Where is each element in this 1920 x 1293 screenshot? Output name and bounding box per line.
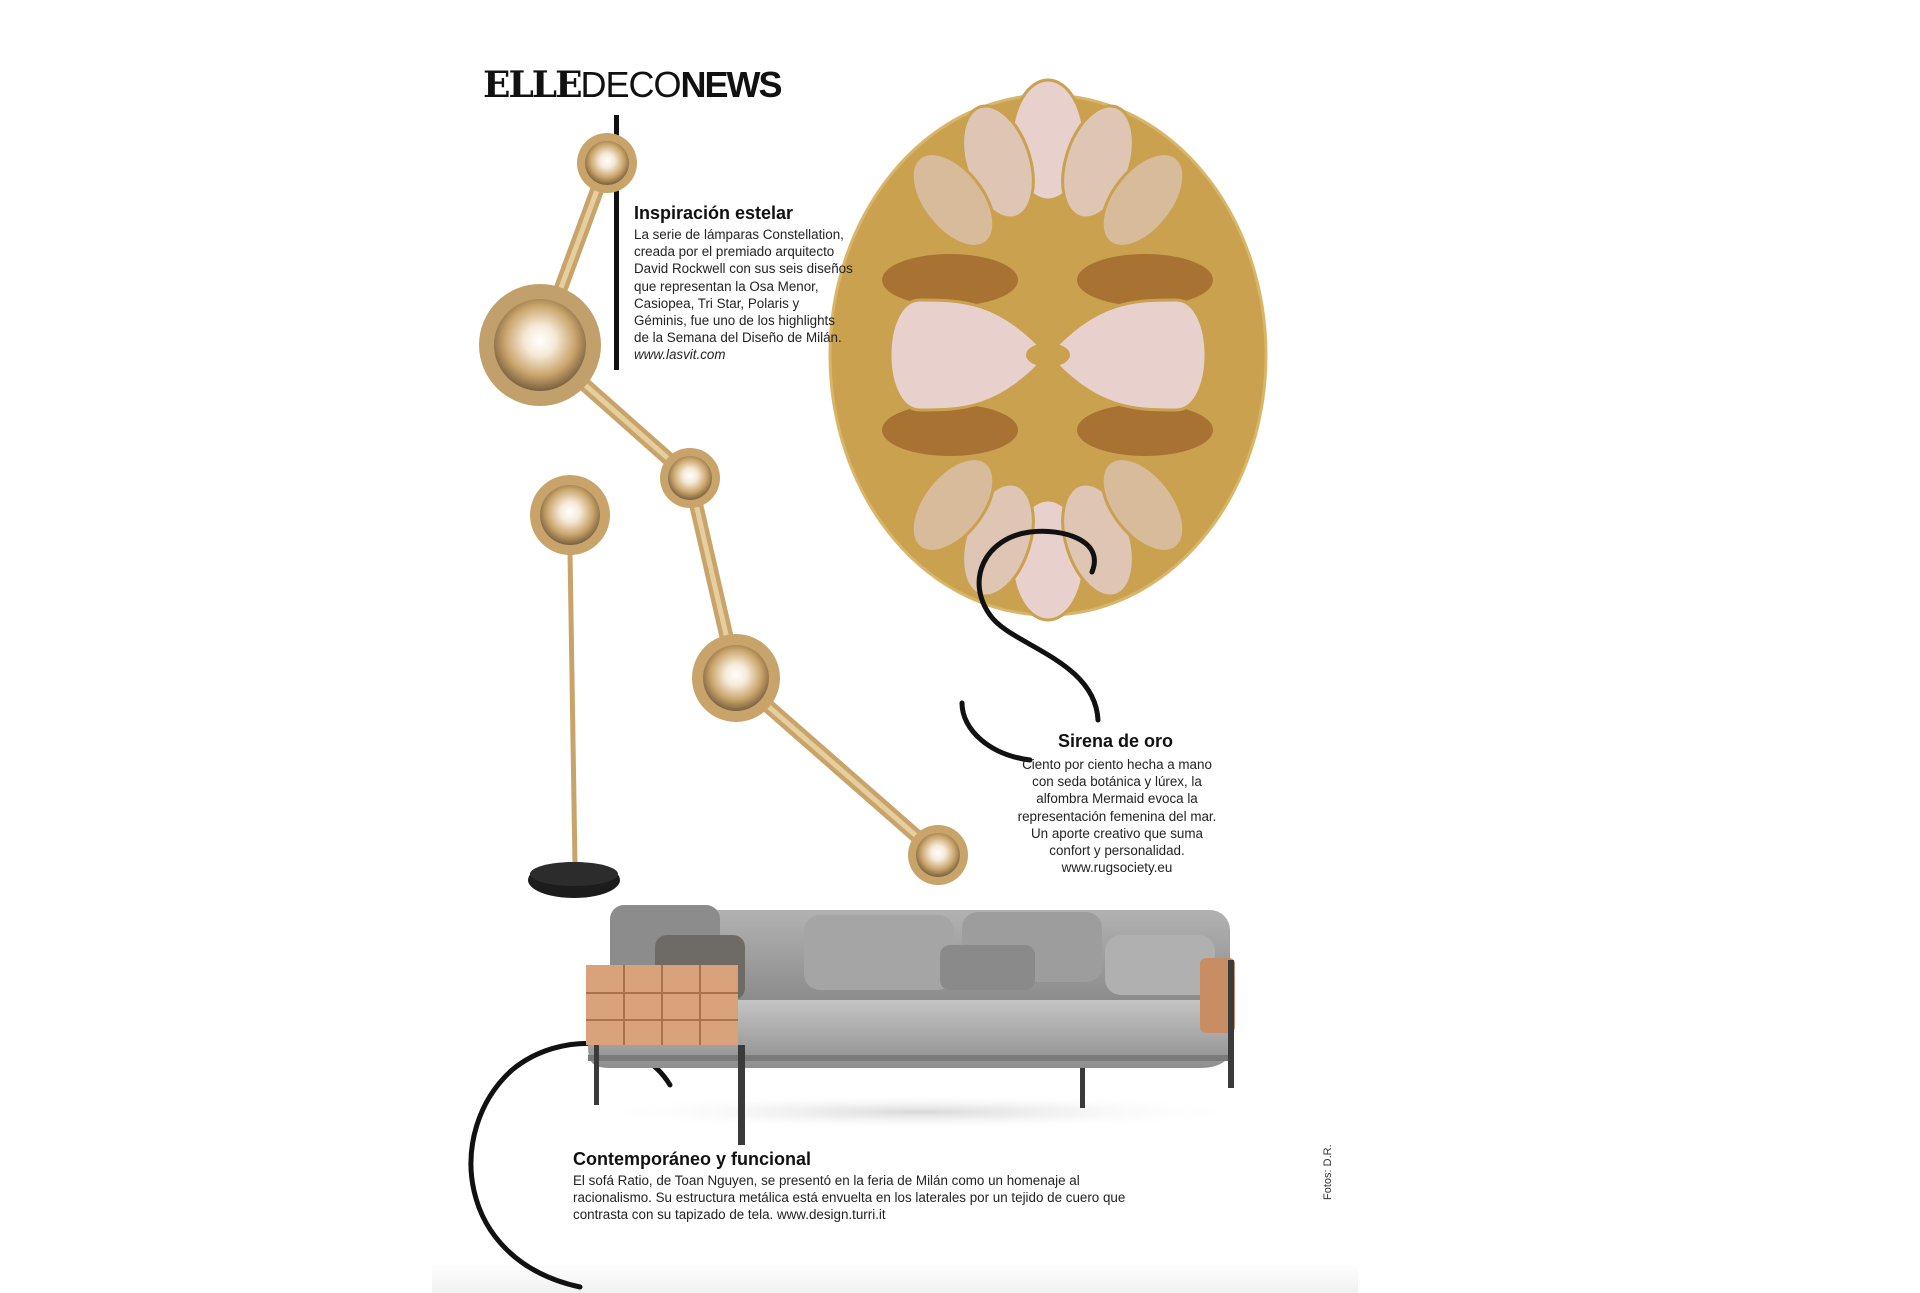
article-siren-line: confort y personalidad.: [1049, 843, 1185, 859]
masthead: ELLEDECONEWS: [483, 64, 783, 106]
ratio-sofa-image: [586, 905, 1250, 1145]
article-siren-line: representación femenina del mar.: [1017, 808, 1217, 824]
article-stellar-line: de la Semana del Diseño de Milán.: [634, 330, 842, 346]
lamp-globe: [660, 448, 720, 508]
floor-lamp-image: [528, 475, 620, 898]
article-contemporary-line: contrasta con su tapizado de tela. www.d…: [573, 1207, 886, 1223]
lamp-globe: [692, 634, 780, 722]
page-bottom-shadow: [432, 1262, 1358, 1293]
accent-arc-icon: [959, 700, 1033, 763]
masthead-elle: ELLE: [483, 64, 583, 106]
lamp-globe: [908, 825, 968, 885]
lamp-globe: [577, 133, 637, 193]
article-siren-line: Un aporte creativo que suma: [1031, 825, 1203, 841]
photo-credit: Fotos: D.R.: [1322, 1144, 1334, 1200]
article-contemporary-title: Contemporáneo y funcional: [573, 1149, 812, 1169]
letter-s-decoration-icon: [976, 528, 1101, 723]
article-stellar-link[interactable]: www.lasvit.com: [634, 347, 726, 363]
article-contemporary-body: El sofá Ratio, de Toan Nguyen, se presen…: [573, 1172, 1125, 1224]
article-siren-line: alfombra Mermaid evoca la: [1036, 791, 1198, 807]
article-stellar-line: La serie de lámparas Constellation,: [634, 227, 844, 242]
masthead-deco: DECO: [580, 64, 682, 105]
article-siren-link[interactable]: www.rugsociety.eu: [1061, 860, 1173, 876]
article-stellar-line: creada por el premiado arquitecto: [634, 244, 835, 260]
article-siren-line: con seda botánica y lúrex, la: [1032, 774, 1202, 790]
article-stellar-line: Casiopea, Tri Star, Polaris y: [634, 295, 800, 311]
article-siren-body: Ciento por ciento hecha a mano con seda …: [1004, 756, 1230, 876]
mermaid-rug-image: [828, 78, 1268, 622]
lamp-globe: [479, 284, 601, 406]
article-siren-line: Ciento por ciento hecha a mano: [1022, 757, 1212, 772]
article-stellar-line: Géminis, fue uno de los highlights: [634, 313, 835, 329]
article-stellar-line: David Rockwell con sus seis diseños: [634, 261, 853, 277]
article-stellar-line: que representan la Osa Menor,: [634, 278, 819, 294]
article-contemporary-line: racionalismo. Su estructura metálica est…: [573, 1190, 1126, 1206]
article-stellar-body: La serie de lámparas Constellation, crea…: [634, 226, 853, 364]
article-contemporary-line: El sofá Ratio, de Toan Nguyen, se presen…: [573, 1173, 1080, 1188]
constellation-lamp-image: [479, 133, 968, 885]
accent-bar: [614, 115, 619, 370]
masthead-news: NEWS: [680, 64, 783, 105]
article-siren-title: Sirena de oro: [1058, 731, 1174, 751]
article-stellar-title: Inspiración estelar: [634, 203, 794, 223]
